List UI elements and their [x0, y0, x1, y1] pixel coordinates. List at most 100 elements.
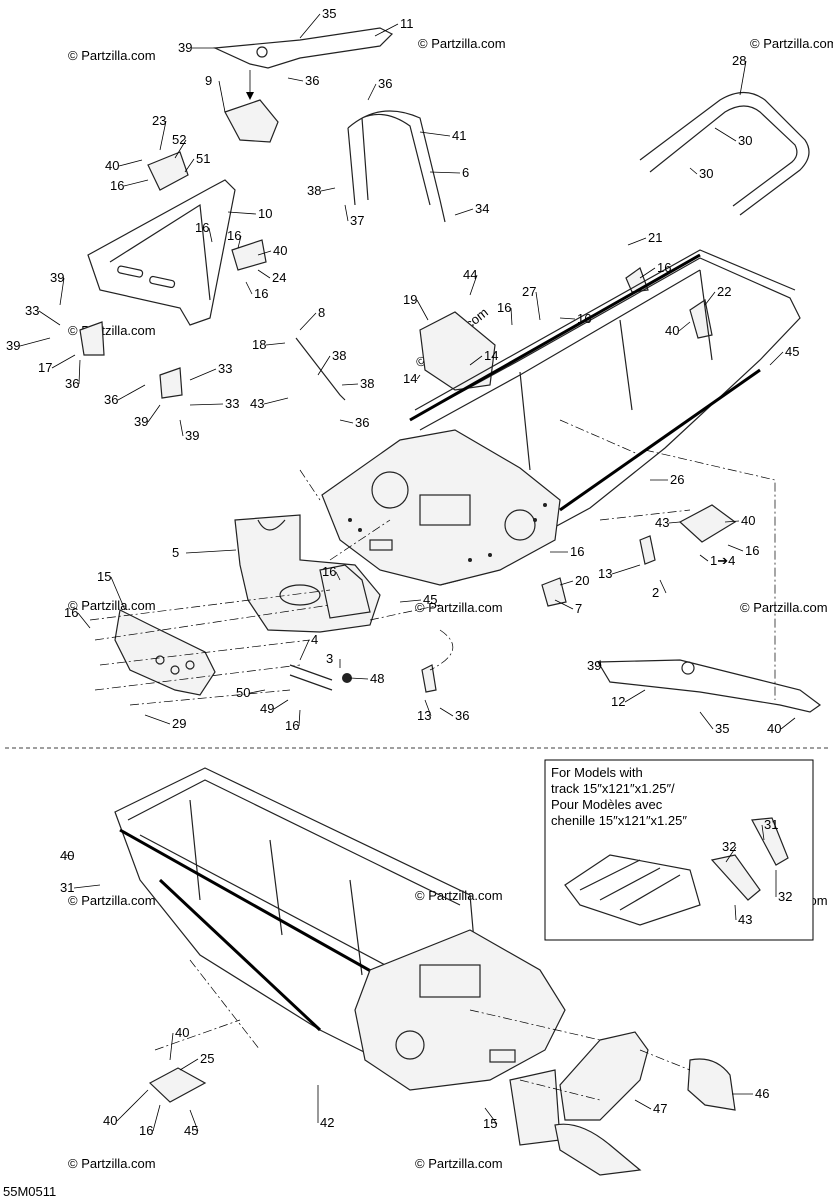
- callout-leader: [535, 291, 541, 321]
- part-footrest: [148, 1067, 207, 1103]
- track-sketch: [564, 854, 701, 926]
- callout-leader: [237, 235, 242, 249]
- callout-label: 35: [322, 6, 336, 21]
- callout-leader: [208, 227, 213, 243]
- callout-leader: [184, 158, 195, 173]
- diagram-code: 55M0511: [3, 1184, 56, 1199]
- callout-label: 4: [311, 632, 318, 647]
- watermark: © Partzilla.com: [415, 1156, 503, 1171]
- callout-leader: [734, 904, 737, 921]
- callout-label: 16: [497, 300, 511, 315]
- callout-leader: [469, 274, 478, 296]
- watermark: © Partzilla.com: [415, 888, 503, 903]
- part-pad-47: [687, 1058, 736, 1111]
- callout-label: 8: [318, 305, 325, 320]
- callout-leader: [554, 599, 574, 610]
- callout-leader: [424, 699, 432, 717]
- watermark: © Partzilla.com: [740, 600, 828, 615]
- note-line-3: Pour Modèles avec: [551, 797, 663, 812]
- callout-label: 38: [307, 183, 321, 198]
- callout-leader: [689, 167, 698, 175]
- callout-leader: [416, 374, 421, 380]
- callout-leader: [374, 23, 399, 37]
- part-bracket: [224, 99, 279, 143]
- callout-leader: [769, 351, 784, 366]
- part-bracket-19: [419, 311, 496, 391]
- callout-label: 16: [110, 178, 124, 193]
- callout-leader: [704, 291, 716, 306]
- callout-leader: [299, 639, 310, 661]
- callout-leader: [341, 383, 359, 386]
- model-note: For Models with track 15″x121″x1.25″/ Po…: [544, 759, 814, 941]
- part-upper-arm: [212, 27, 394, 69]
- callout-label: 7: [575, 601, 582, 616]
- callout-label: 3: [326, 651, 333, 666]
- callout-leader: [185, 549, 237, 554]
- callout-label: 16: [227, 228, 241, 243]
- lower-engine-cradle: [354, 929, 566, 1091]
- callout-leader: [273, 699, 289, 710]
- callout-leader: [59, 277, 65, 306]
- part-lower-arm: [596, 659, 822, 713]
- callout-leader: [116, 1089, 149, 1122]
- callout-label: 36: [65, 376, 79, 391]
- callout-label: 36: [104, 392, 118, 407]
- callout-leader: [344, 204, 349, 222]
- callout-leader: [147, 404, 161, 423]
- callout-leader: [780, 717, 796, 730]
- callout-leader: [189, 368, 217, 381]
- callout-label: 40: [741, 513, 755, 528]
- callout-label: 50: [236, 685, 250, 700]
- callout-label: 25: [200, 1051, 214, 1066]
- callout-label: 18: [252, 337, 266, 352]
- chassis-lower: [114, 767, 736, 1176]
- callout-label: 30: [699, 166, 713, 181]
- callout-label: 34: [475, 201, 489, 216]
- callout-label: 40: [103, 1113, 117, 1128]
- callout-label: 16: [570, 544, 584, 559]
- callout-label: 40: [60, 848, 74, 863]
- part-rod: [295, 337, 346, 401]
- callout-label: 33: [225, 396, 239, 411]
- callout-label: 32: [778, 889, 792, 904]
- callout-label: 35: [715, 721, 729, 736]
- callout-label: 43: [250, 396, 264, 411]
- watermark: © Partzilla.com: [418, 36, 506, 51]
- callout-label: 39: [134, 414, 148, 429]
- callout-label: 39: [50, 270, 64, 285]
- callout-leader: [189, 1109, 199, 1132]
- callout-leader: [339, 419, 354, 424]
- callout-leader: [218, 80, 226, 113]
- callout-label: 12: [611, 694, 625, 709]
- callout-leader: [639, 267, 656, 279]
- callout-label: 39: [185, 428, 199, 443]
- callout-leader: [439, 707, 454, 717]
- callout-leader: [469, 355, 483, 366]
- callout-leader: [152, 1104, 161, 1132]
- callout-label: 43: [655, 515, 669, 530]
- callout-leader: [699, 711, 714, 730]
- callout-leader: [559, 317, 576, 320]
- callout-leader: [189, 403, 224, 406]
- callout-label: 36: [305, 73, 319, 88]
- callout-leader: [320, 187, 336, 192]
- callout-label: 22: [717, 284, 731, 299]
- callout-label: 15: [97, 569, 111, 584]
- callout-leader: [51, 354, 76, 369]
- callout-leader: [77, 612, 91, 629]
- callout-label: 40: [175, 1025, 189, 1040]
- callout-label: 5: [172, 545, 179, 560]
- callout-label: 23: [152, 113, 166, 128]
- callout-leader: [510, 307, 513, 326]
- part-a-arm: [87, 179, 236, 326]
- callout-leader: [349, 677, 369, 680]
- callout-leader: [249, 689, 266, 694]
- part-side-plate: [114, 609, 216, 696]
- callout-leader: [174, 139, 187, 159]
- callout-leader: [299, 13, 321, 39]
- watermark: © Partzilla.com: [750, 36, 833, 51]
- callout-label: 48: [370, 671, 384, 686]
- callout-label: 10: [258, 206, 272, 221]
- callout-label: 39: [587, 658, 601, 673]
- callout-label: 17: [38, 360, 52, 375]
